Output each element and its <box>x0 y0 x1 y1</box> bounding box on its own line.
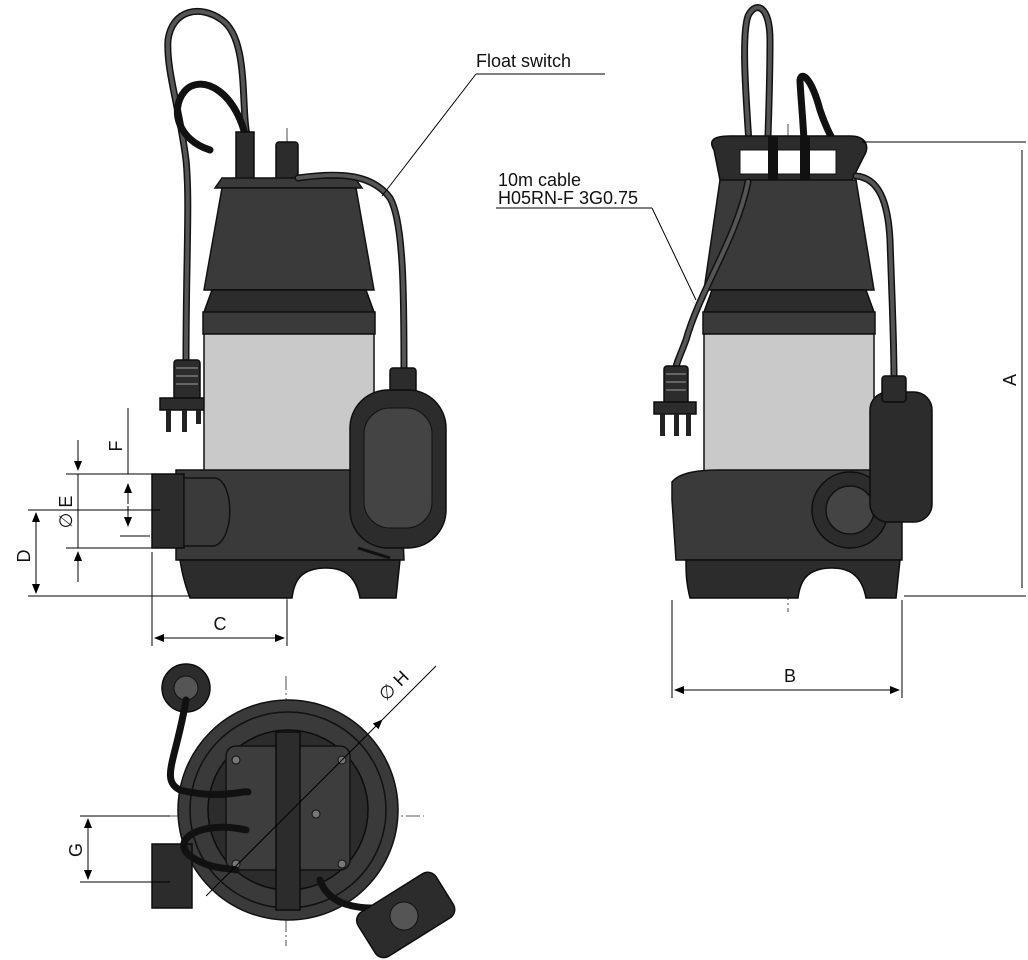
dim-B: B <box>671 600 903 698</box>
outlet <box>151 473 185 549</box>
dim-E-diameter: ∅ <box>56 513 76 529</box>
top-float-switch <box>355 871 456 959</box>
power-plug <box>159 359 207 432</box>
dim-A: A <box>862 141 1026 597</box>
pump-feet <box>179 559 401 599</box>
dim-E: ∅ E <box>56 440 152 582</box>
cable-leader <box>651 207 697 301</box>
motor-band <box>203 333 375 473</box>
dim-F-label: F <box>106 441 126 452</box>
dim-D: D <box>14 509 190 597</box>
float-switch-leader <box>381 73 477 197</box>
side-top-housing <box>703 179 875 291</box>
side-motor-band <box>703 333 875 475</box>
top-view: ∅ H G <box>66 663 456 959</box>
side-power-plug <box>653 365 697 436</box>
dim-D-label: D <box>14 550 34 563</box>
dim-B-label: B <box>784 666 796 686</box>
top-handle <box>275 731 301 911</box>
dim-E-label: E <box>56 496 76 508</box>
dim-F: F <box>106 408 150 537</box>
dim-G: G <box>66 815 170 883</box>
svg-text:∅ H: ∅ H <box>375 667 413 705</box>
top-housing <box>203 187 375 291</box>
dim-C: C <box>151 552 288 646</box>
side-float-switch <box>869 391 933 523</box>
dim-C-label: C <box>214 614 227 634</box>
dim-G-label: G <box>66 843 86 857</box>
side-view: 10m cable H05RN-F 3G0.75 A B <box>496 4 1026 698</box>
float-switch-label: Float switch <box>476 51 571 71</box>
cable-label-line1: 10m cable <box>498 170 581 190</box>
front-view: Float switch F ∅ E <box>14 7 605 646</box>
cable-label-line2: H05RN-F 3G0.75 <box>498 188 638 208</box>
dim-H-label: H <box>389 667 412 690</box>
svg-text:∅ E: ∅ E <box>56 496 76 529</box>
dim-A-label: A <box>1000 374 1020 386</box>
